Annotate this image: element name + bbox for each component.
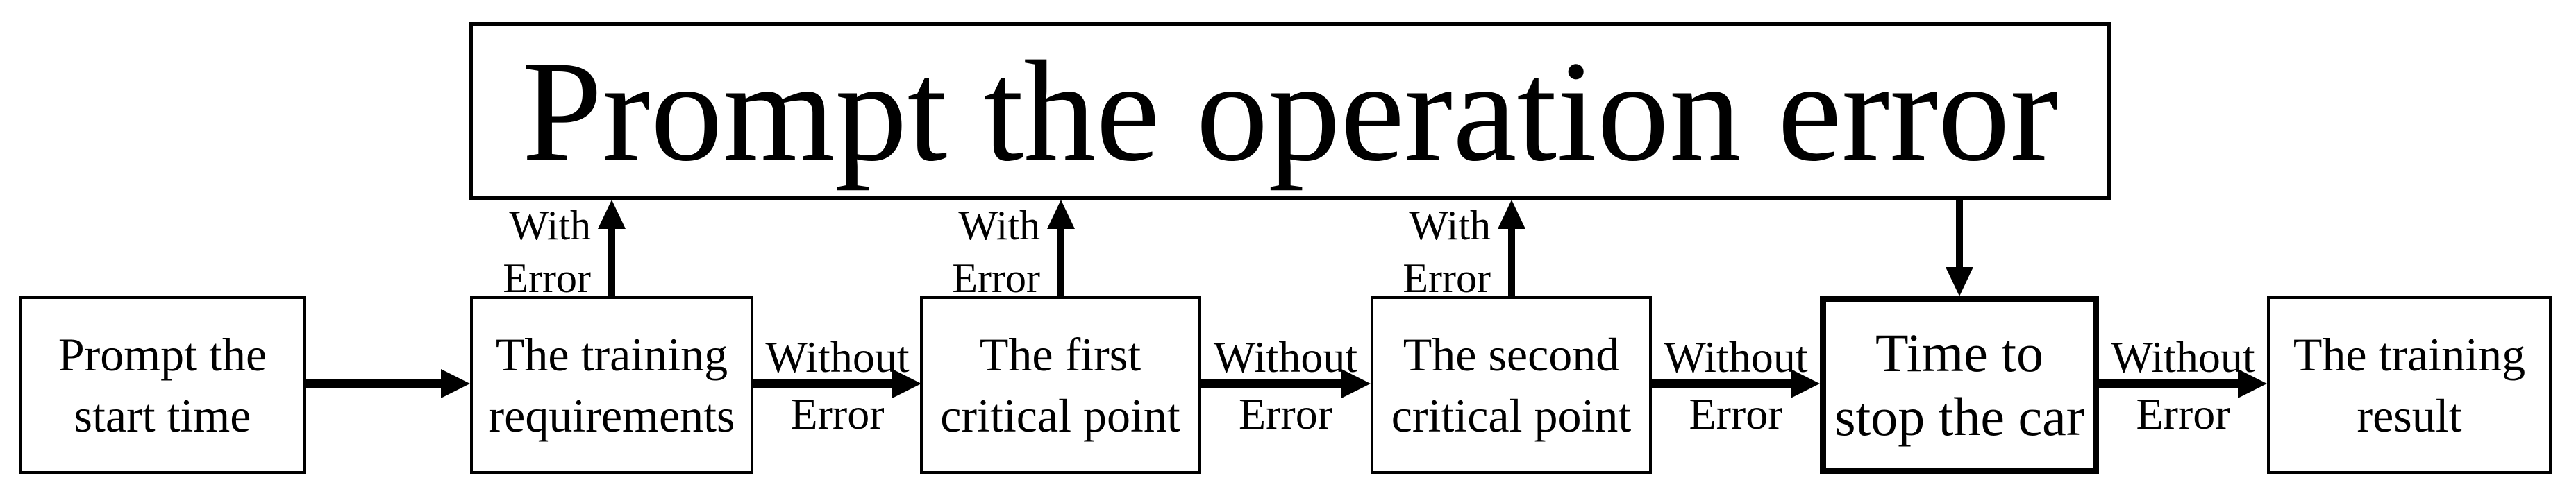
arrowhead-error-to-time [1946, 267, 1973, 296]
without-error-label-1-line2: Error [790, 389, 885, 438]
arrow-error-to-time [1956, 200, 1963, 268]
node-first-critical-point: The first critical point [920, 296, 1201, 474]
operation-error-box: Prompt the operation error [469, 22, 2111, 200]
node-second-critical-point-line1: The second [1403, 328, 1620, 381]
node-time-to-stop: Time to stop the car [1820, 296, 2099, 474]
without-error-label-2-line2: Error [1238, 389, 1333, 438]
with-error-label-2-line2: Error [952, 255, 1040, 301]
arrowhead-first-to-error [1047, 200, 1075, 229]
node-training-result-line1: The training [2293, 328, 2526, 381]
node-start-time: Prompt the start time [19, 296, 306, 474]
node-training-requirements-line1: The training [495, 328, 728, 381]
with-error-label-2-line1: With [958, 203, 1040, 248]
without-error-label-1-line1: Without [765, 332, 910, 382]
arrowhead-second-to-time [1791, 369, 1820, 398]
arrow-second-to-time [1652, 379, 1792, 388]
without-error-label-4-line2: Error [2136, 389, 2230, 438]
node-time-to-stop-line1: Time to [1875, 323, 2044, 383]
arrow-first-to-error [1057, 226, 1064, 296]
node-training-result: The training result [2267, 296, 2552, 474]
node-first-critical-point-line1: The first [979, 328, 1141, 381]
arrowhead-first-to-second [1341, 369, 1371, 398]
without-error-label-3-line2: Error [1689, 389, 1783, 438]
node-training-requirements: The training requirements [470, 296, 753, 474]
node-training-result-line2: result [2357, 389, 2462, 442]
without-error-label-3-line1: Without [1664, 332, 1808, 382]
with-error-label-2: With Error [811, 199, 1040, 305]
arrowhead-second-to-error [1498, 200, 1525, 229]
with-error-label-3: With Error [1262, 199, 1491, 305]
without-error-label-2-line1: Without [1213, 332, 1358, 382]
node-training-requirements-line2: requirements [488, 389, 735, 442]
node-first-critical-point-line2: critical point [940, 389, 1180, 442]
arrowhead-start-to-training [441, 369, 470, 398]
with-error-label-3-line2: Error [1403, 255, 1491, 301]
node-second-critical-point-line2: critical point [1391, 389, 1632, 442]
without-error-label-4-line1: Without [2111, 332, 2255, 382]
arrow-training-to-first [753, 379, 894, 388]
arrow-time-to-result [2099, 379, 2239, 388]
node-time-to-stop-line2: stop the car [1834, 386, 2084, 447]
arrow-start-to-training [306, 379, 442, 388]
with-error-label-1: With Error [362, 199, 591, 305]
node-second-critical-point: The second critical point [1371, 296, 1652, 474]
arrow-first-to-second [1201, 379, 1343, 388]
with-error-label-1-line2: Error [503, 255, 591, 301]
arrowhead-training-to-error [598, 200, 626, 229]
arrow-second-to-error [1508, 226, 1515, 296]
operation-error-label: Prompt the operation error [521, 31, 2059, 191]
with-error-label-1-line1: With [509, 203, 591, 248]
arrow-training-to-error [608, 226, 615, 296]
with-error-label-3-line1: With [1409, 203, 1491, 248]
node-start-time-line2: start time [74, 389, 251, 442]
node-start-time-line1: Prompt the [58, 328, 267, 381]
arrowhead-training-to-first [892, 369, 921, 398]
arrowhead-time-to-result [2238, 369, 2267, 398]
